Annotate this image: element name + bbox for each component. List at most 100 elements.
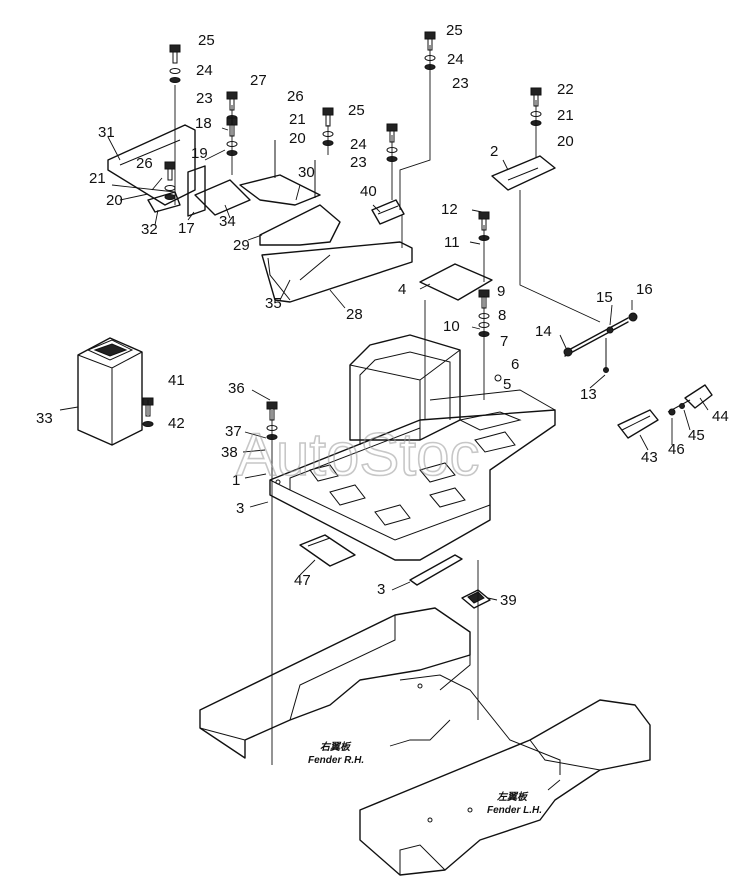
link-44-46 xyxy=(667,384,713,416)
callout-19: 19 xyxy=(191,145,208,162)
bolt-head xyxy=(478,211,490,220)
floor-plate-28 xyxy=(261,241,413,303)
bolt-head xyxy=(424,31,436,40)
callout-23: 23 xyxy=(350,154,367,171)
callout-3: 3 xyxy=(377,581,385,598)
callout-12: 12 xyxy=(441,201,458,218)
fender-lh xyxy=(359,699,651,876)
pedal-43 xyxy=(617,409,659,439)
leader-lines xyxy=(59,127,709,601)
plate-4 xyxy=(419,263,493,301)
callout-17: 17 xyxy=(178,220,195,237)
plate-47 xyxy=(299,534,356,567)
washer xyxy=(169,68,181,74)
callout-22: 22 xyxy=(557,81,574,98)
bolt-shank xyxy=(167,169,173,181)
callout-40: 40 xyxy=(360,183,377,200)
callout-21: 21 xyxy=(289,111,306,128)
floor-plate-29 xyxy=(259,204,341,246)
callout-28: 28 xyxy=(346,306,363,323)
bracket-17 xyxy=(187,165,206,217)
callout-3: 3 xyxy=(236,500,244,517)
callout-23: 23 xyxy=(196,90,213,107)
washer xyxy=(142,421,154,427)
rod-3 xyxy=(409,554,463,586)
callout-2: 2 xyxy=(490,143,498,160)
fender-rh xyxy=(199,607,561,775)
bolt-head xyxy=(530,87,542,96)
callout-8: 8 xyxy=(498,307,506,324)
callout-33: 33 xyxy=(36,410,53,427)
callout-36: 36 xyxy=(228,380,245,397)
washer xyxy=(164,194,176,200)
callout-44: 44 xyxy=(712,408,729,425)
bolt-head xyxy=(386,123,398,132)
bracket-34 xyxy=(194,179,251,216)
fender-rh-label-cn: 右翼板 xyxy=(320,741,352,753)
callout-45: 45 xyxy=(688,427,705,444)
fender-rh-label-en: Fender R.H. xyxy=(308,755,364,766)
callout-29: 29 xyxy=(233,237,250,254)
bolt-head xyxy=(226,91,238,100)
callout-37: 37 xyxy=(225,423,242,440)
callout-13: 13 xyxy=(580,386,597,403)
fender-lh-label-en: Fender L.H. xyxy=(487,805,542,816)
callout-21: 21 xyxy=(557,107,574,124)
callout-23: 23 xyxy=(452,75,469,92)
bolt-head xyxy=(169,44,181,53)
callout-14: 14 xyxy=(535,323,552,340)
floor-frame xyxy=(269,334,556,561)
callout-24: 24 xyxy=(196,62,213,79)
callout-32: 32 xyxy=(141,221,158,238)
fender-lh-label: 左翼板 Fender L.H. xyxy=(487,791,542,816)
callout-6: 6 xyxy=(511,356,519,373)
box-33 xyxy=(77,337,143,446)
callout-41: 41 xyxy=(168,372,185,389)
callout-30: 30 xyxy=(298,164,315,181)
bolt-head xyxy=(266,401,278,410)
bolt-shank xyxy=(145,405,151,417)
fender-lh-label-cn: 左翼板 xyxy=(497,791,529,803)
bolt-head xyxy=(322,107,334,116)
callout-16: 16 xyxy=(636,281,653,298)
callout-24: 24 xyxy=(350,136,367,153)
watermark: AutoStoc xyxy=(236,421,480,488)
callout-26: 26 xyxy=(287,88,304,105)
callout-39: 39 xyxy=(500,592,517,609)
callout-24: 24 xyxy=(447,51,464,68)
bracket-32 xyxy=(147,191,181,213)
callout-4: 4 xyxy=(398,281,406,298)
callout-25: 25 xyxy=(198,32,215,49)
callout-20: 20 xyxy=(289,130,306,147)
callout-10: 10 xyxy=(443,318,460,335)
callout-38: 38 xyxy=(221,444,238,461)
washer xyxy=(164,185,176,191)
callout-25: 25 xyxy=(446,22,463,39)
floor-plate-30 xyxy=(239,140,321,206)
bracket-2 xyxy=(491,155,556,191)
callout-25: 25 xyxy=(348,102,365,119)
callout-42: 42 xyxy=(168,415,185,432)
callout-31: 31 xyxy=(98,124,115,141)
callout-46: 46 xyxy=(668,441,685,458)
callout-15: 15 xyxy=(596,289,613,306)
callout-43: 43 xyxy=(641,449,658,466)
callout-1: 1 xyxy=(232,472,240,489)
bracket-40 xyxy=(371,199,405,225)
bracket-39 xyxy=(461,589,491,609)
washer xyxy=(169,77,181,83)
assembly-lines xyxy=(147,45,601,765)
fender-rh-label: 右翼板 Fender R.H. xyxy=(308,741,364,766)
rod-13-16 xyxy=(563,312,638,373)
callout-5: 5 xyxy=(503,376,511,393)
callout-20: 20 xyxy=(106,192,123,209)
callout-26: 26 xyxy=(136,155,153,172)
bolt-head xyxy=(164,161,176,170)
callout-35: 35 xyxy=(265,295,282,312)
bolt-shank xyxy=(172,52,178,64)
cover-31 xyxy=(107,124,196,206)
callout-21: 21 xyxy=(89,170,106,187)
